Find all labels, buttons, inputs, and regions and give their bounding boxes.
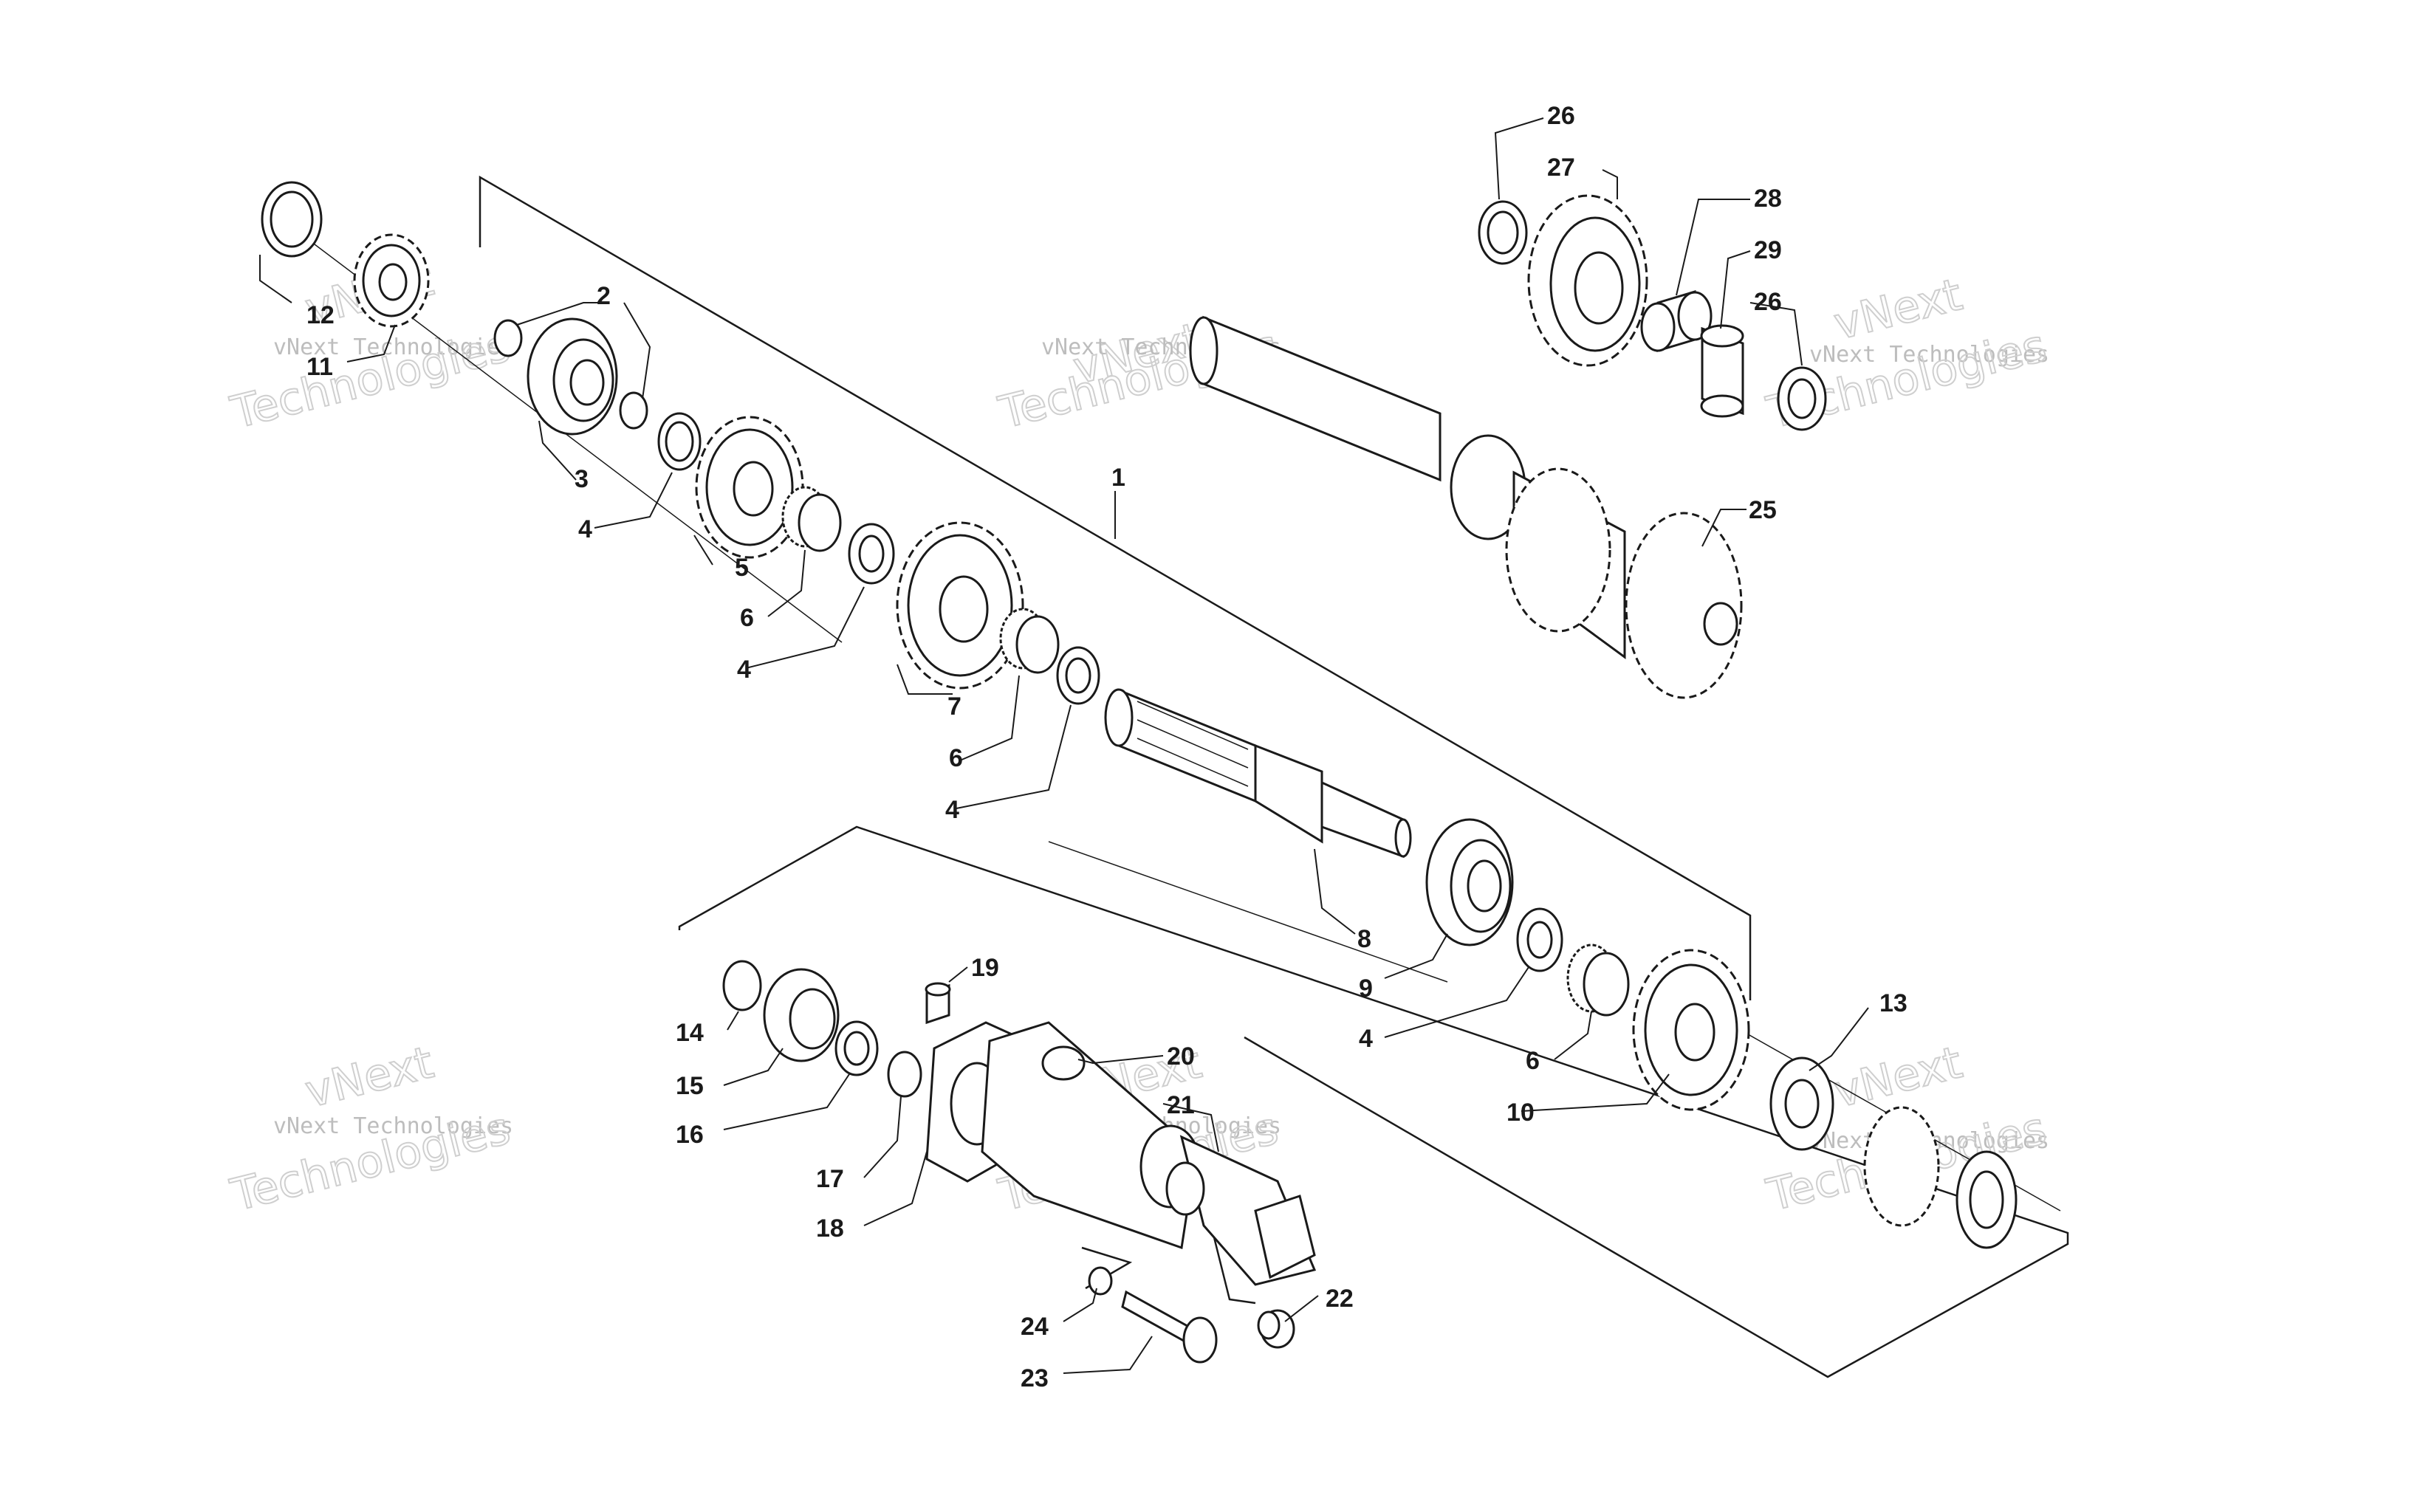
plug-part-22 (1257, 1309, 1295, 1349)
callout-29: 29 (1754, 236, 1782, 264)
leader-lines (259, 117, 1869, 1374)
gear-part-5 (695, 416, 804, 559)
callout-labels: 1 2 3 4 5 6 4 7 6 4 8 9 4 6 10 11 12 13 … (306, 102, 1907, 1392)
callout-26-b: 26 (1754, 288, 1782, 316)
bearing-part-6a (781, 486, 842, 552)
shaft-part-21 (1165, 1135, 1317, 1286)
washer-part-12 (261, 181, 323, 258)
ratchet-part-15 (763, 968, 840, 1062)
svg-text:vNext: vNext (1829, 269, 1967, 350)
bearing-part-6b (999, 608, 1060, 674)
washer-part-4d (1516, 907, 1563, 972)
assembly-bracket-kickstart (678, 825, 2069, 1378)
gear-part-7 (896, 521, 1024, 690)
callout-18: 18 (816, 1214, 844, 1243)
callout-21: 21 (1167, 1091, 1195, 1119)
callout-4-a: 4 (578, 515, 592, 543)
callout-16: 16 (676, 1121, 704, 1149)
callout-7: 7 (947, 693, 962, 721)
snap-ring-part-14 (722, 960, 762, 1011)
washer-part-26b (1777, 366, 1827, 431)
svg-text:vNext: vNext (1829, 1037, 1967, 1118)
gear-part-10 (1632, 949, 1750, 1111)
gear-part-27 (1527, 194, 1648, 367)
snap-ring-part-17 (887, 1051, 922, 1098)
callout-6-b: 6 (949, 744, 963, 772)
washer-part-4b (848, 523, 895, 585)
callout-6-a: 6 (740, 604, 754, 632)
washer-part-26a (1478, 200, 1528, 265)
callout-4-b: 4 (737, 656, 751, 684)
bracket-plug-leg (1210, 1225, 1256, 1305)
callout-22: 22 (1326, 1285, 1354, 1313)
snap-ring-part-2a (493, 319, 523, 357)
callout-12: 12 (306, 301, 335, 329)
callout-8: 8 (1357, 925, 1371, 953)
callout-1: 1 (1111, 464, 1125, 492)
washer-part-16 (834, 1020, 879, 1076)
callout-3: 3 (575, 465, 589, 493)
washer-part-4a (657, 412, 702, 471)
callout-9: 9 (1359, 975, 1373, 1003)
sleeve-part-29 (1700, 324, 1744, 418)
callout-23: 23 (1021, 1364, 1049, 1392)
callout-4-c: 4 (945, 796, 959, 824)
callout-27: 27 (1547, 154, 1575, 182)
hub-part-9 (1425, 818, 1514, 946)
callout-25: 25 (1749, 496, 1777, 524)
callout-4-d: 4 (1359, 1025, 1373, 1053)
callout-17: 17 (816, 1165, 844, 1193)
callout-20: 20 (1167, 1042, 1195, 1071)
svg-text:vNext Technologies: vNext Technologies (1809, 342, 2049, 368)
shaft-part-25 (1189, 315, 1743, 699)
callout-15: 15 (676, 1072, 704, 1100)
svg-text:vNext: vNext (301, 1037, 439, 1118)
assembly-bracket-1 (479, 175, 1752, 1000)
callout-11: 11 (306, 353, 333, 381)
hub-part-3 (527, 317, 618, 436)
callout-5: 5 (735, 554, 749, 582)
callout-28: 28 (1754, 185, 1782, 213)
svg-text:vNext Technologies: vNext Technologies (273, 1113, 513, 1139)
bolt-part-23 (1121, 1290, 1218, 1364)
callout-6-c: 6 (1526, 1047, 1540, 1075)
shaft-part-8 (1104, 688, 1412, 859)
watermark-bottom-left: vNext vNext Technologies Technologies (225, 1036, 516, 1223)
gear-part-11 (353, 233, 430, 328)
callout-26-a: 26 (1547, 102, 1575, 130)
callout-19: 19 (971, 954, 999, 982)
callout-10: 10 (1506, 1099, 1535, 1127)
callout-24: 24 (1021, 1313, 1049, 1341)
washer-part-4c (1056, 646, 1100, 705)
bearing-end (1863, 1106, 2018, 1249)
washer-part-24 (1088, 1266, 1113, 1296)
dowel-part-19 (925, 982, 951, 1025)
callout-2: 2 (597, 282, 611, 310)
bearing-part-6c (1566, 944, 1630, 1017)
bushing-part-28 (1640, 289, 1713, 353)
callout-13: 13 (1879, 989, 1907, 1017)
callout-14: 14 (676, 1019, 704, 1047)
washer-part-13 (1769, 1056, 1834, 1151)
snap-ring-part-2b (619, 391, 648, 430)
svg-text:vNext Technologies: vNext Technologies (273, 334, 513, 360)
